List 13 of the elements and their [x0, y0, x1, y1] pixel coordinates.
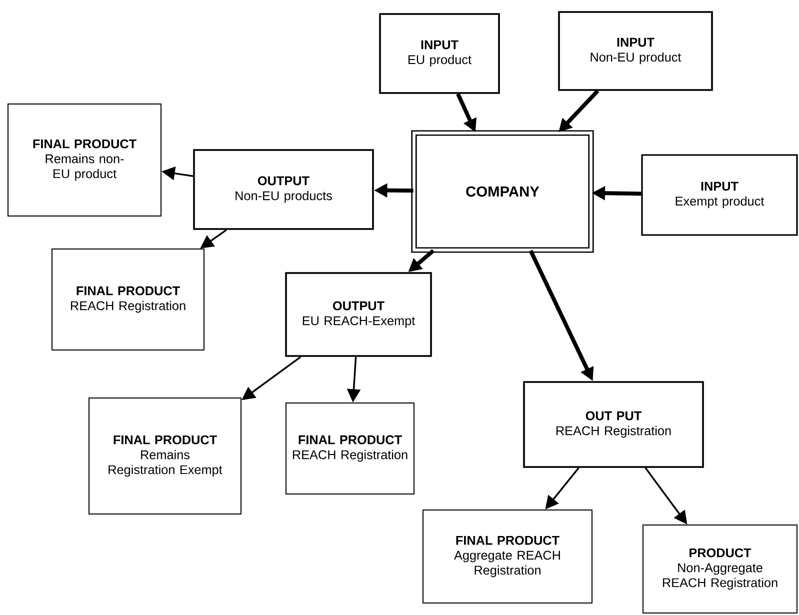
process-box: FINAL PRODUCT Remains Registration Exempt: [88, 398, 242, 514]
process-box: FINAL PRODUCT REACH Registration: [286, 402, 414, 495]
process-box: OUT PUT REACH Registration: [523, 381, 704, 468]
process-box: OUTPUT EU REACH-Exempt: [285, 272, 432, 357]
process-box: FINAL PRODUCT Aggregate REACH Registration: [422, 510, 592, 604]
process-box: FINAL PRODUCT Remains non-EU product: [8, 104, 162, 216]
process-box: INPUT EU product: [379, 13, 500, 94]
company-box: COMPANY: [411, 130, 594, 253]
process-box: INPUT Exempt product: [641, 154, 798, 236]
process-box: PRODUCT Non-Aggregate REACH Registration: [642, 524, 798, 614]
process-box: FINAL PRODUCT REACH Registration: [52, 248, 204, 350]
process-box: OUTPUT Non-EU products: [193, 149, 374, 230]
process-box: INPUT Non-EU product: [558, 11, 713, 91]
